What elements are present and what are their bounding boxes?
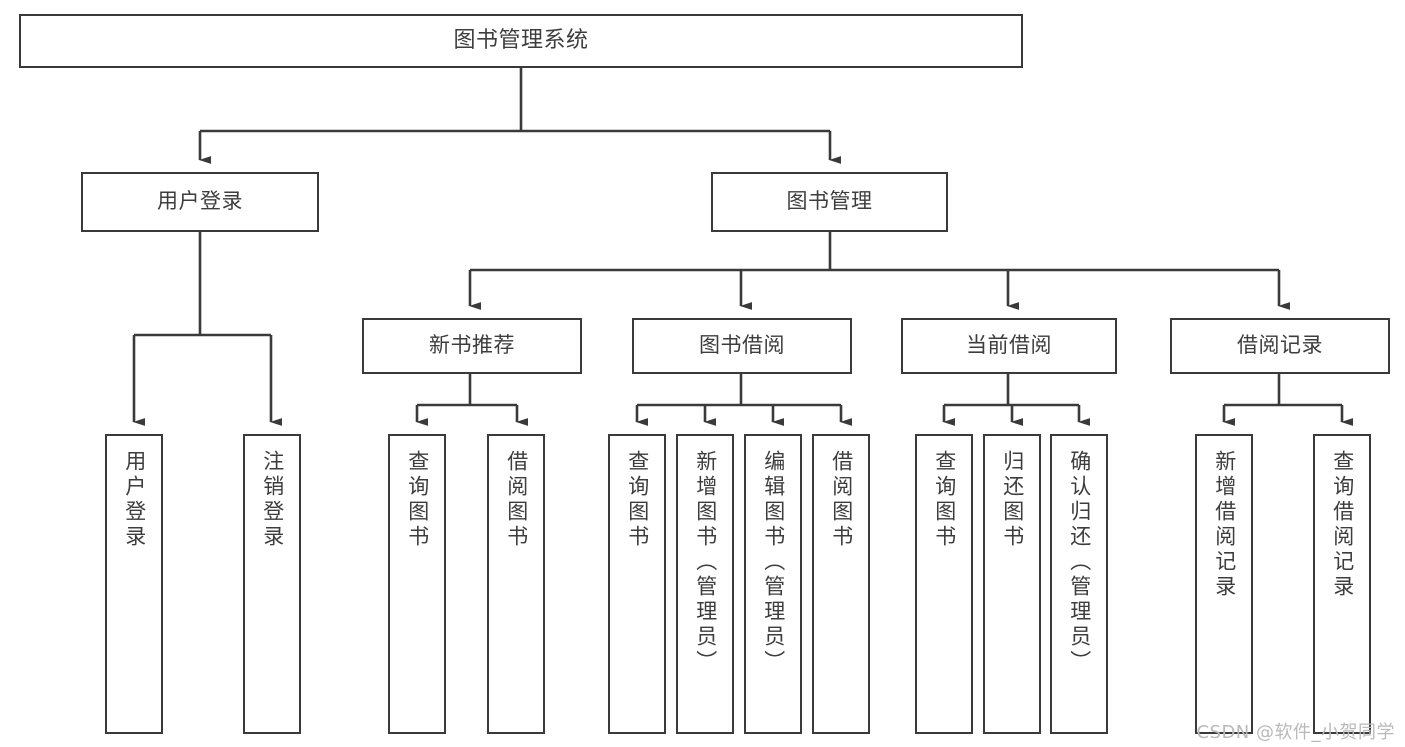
- leaf-borrow-book-recommend[interactable]: 借阅图书: [487, 434, 545, 734]
- leaf-borrow-book[interactable]: 借阅图书: [812, 434, 870, 734]
- node-label: 编辑图书（管理员）: [761, 450, 786, 675]
- leaf-confirm-return-admin[interactable]: 确认归还（管理员）: [1050, 434, 1108, 734]
- leaf-query-book-borrow[interactable]: 查询图书: [608, 434, 666, 734]
- leaf-query-book-current[interactable]: 查询图书: [915, 434, 973, 734]
- edges-userlogin-to-leaves: [132, 232, 282, 426]
- node-label: 新增图书（管理员）: [693, 450, 718, 675]
- leaf-logout[interactable]: 注销登录: [243, 434, 301, 734]
- node-label: 新书推荐: [429, 333, 515, 358]
- edges-newbook-to-leaves: [415, 374, 528, 426]
- node-label: 查询图书: [405, 450, 430, 550]
- edges-bookmgmt-to-level3: [468, 232, 1290, 310]
- node-book-borrow[interactable]: 图书借阅: [632, 318, 852, 374]
- node-label: 查询借阅记录: [1330, 450, 1355, 600]
- leaf-add-book-admin[interactable]: 新增图书（管理员）: [676, 434, 734, 734]
- node-label: 新增借阅记录: [1212, 450, 1237, 600]
- node-label: 用户登录: [122, 450, 147, 550]
- node-label: 注销登录: [260, 450, 285, 550]
- node-label: 借阅图书: [504, 450, 529, 550]
- node-label: 借阅记录: [1237, 333, 1323, 358]
- leaf-return-book[interactable]: 归还图书: [983, 434, 1041, 734]
- node-label: 图书借阅: [699, 333, 785, 358]
- node-label: 归还图书: [1000, 450, 1025, 550]
- node-label: 查询图书: [625, 450, 650, 550]
- leaf-add-borrow-record[interactable]: 新增借阅记录: [1195, 434, 1253, 734]
- node-new-book-recommend[interactable]: 新书推荐: [362, 318, 582, 374]
- node-label: 图书管理: [786, 189, 873, 214]
- node-label: 图书管理系统: [453, 27, 589, 53]
- node-label: 确认归还（管理员）: [1067, 450, 1092, 675]
- edges-current-to-leaves: [942, 374, 1090, 426]
- node-label: 借阅图书: [829, 450, 854, 550]
- node-user-login[interactable]: 用户登录: [81, 172, 319, 232]
- watermark-text: CSDN @软件_小贺同学: [1196, 722, 1395, 743]
- node-borrow-records[interactable]: 借阅记录: [1170, 318, 1390, 374]
- edges-borrow-to-leaves: [635, 374, 852, 426]
- leaf-query-borrow-record[interactable]: 查询借阅记录: [1313, 434, 1371, 734]
- node-label: 当前借阅: [966, 333, 1052, 358]
- node-label: 查询图书: [932, 450, 957, 550]
- leaf-query-book-recommend[interactable]: 查询图书: [388, 434, 446, 734]
- leaf-edit-book-admin[interactable]: 编辑图书（管理员）: [744, 434, 802, 734]
- node-book-management[interactable]: 图书管理: [711, 172, 948, 232]
- edges-records-to-leaves: [1222, 374, 1353, 426]
- leaf-user-login[interactable]: 用户登录: [105, 434, 163, 734]
- node-root-system[interactable]: 图书管理系统: [19, 14, 1023, 68]
- node-label: 用户登录: [157, 189, 243, 214]
- node-current-borrow[interactable]: 当前借阅: [901, 318, 1117, 374]
- edges-root-to-level2: [198, 68, 841, 164]
